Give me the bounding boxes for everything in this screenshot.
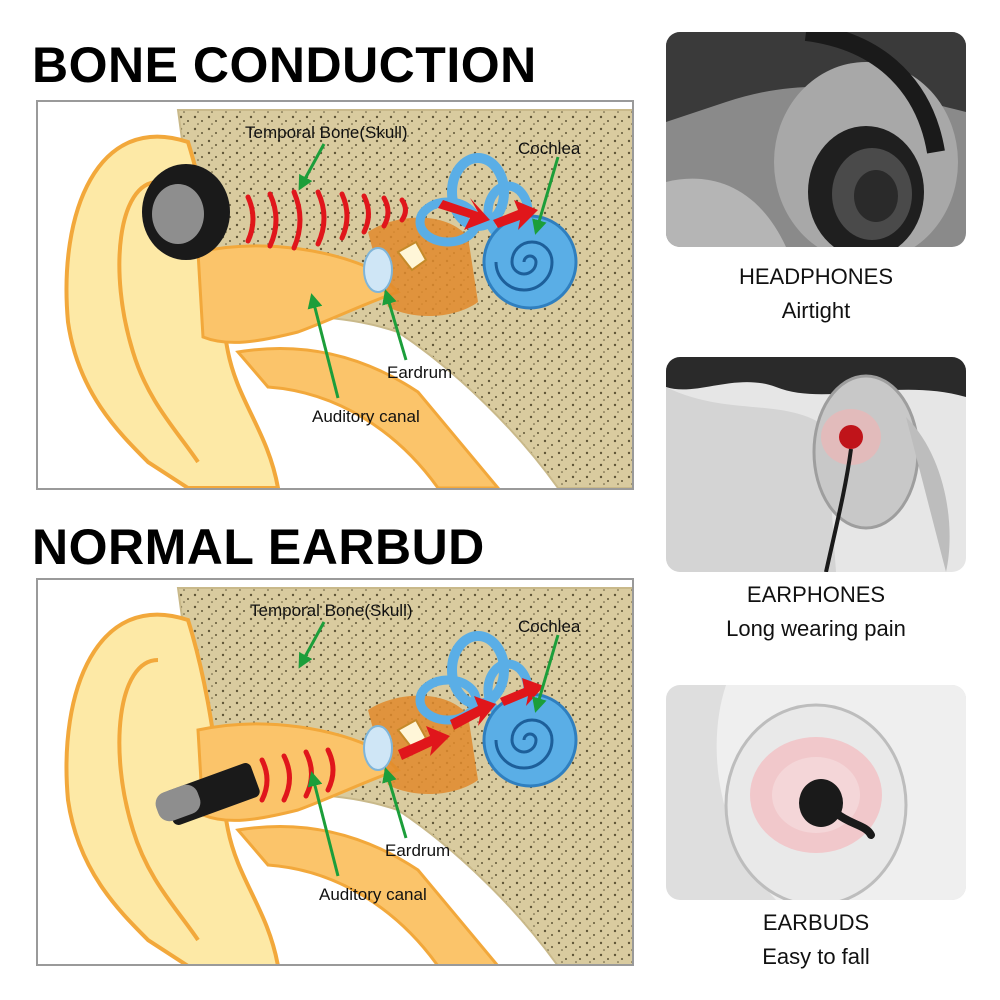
pointer-cochlea <box>532 156 560 235</box>
pointer-temporal-bone <box>298 143 326 191</box>
label-auditory-canal: Auditory canal <box>312 407 420 426</box>
label-eardrum: Eardrum <box>385 841 450 860</box>
earbud-icon <box>155 763 260 825</box>
pointer-eardrum <box>382 767 408 839</box>
label-cochlea: Cochlea <box>518 139 581 158</box>
section-title-normal-earbud: NORMAL EARBUD <box>32 519 485 575</box>
earbuds-photo <box>666 685 966 900</box>
headphones-note: Airtight <box>781 298 851 323</box>
headphones-photo <box>666 32 966 247</box>
label-temporal-bone: Temporal Bone(Skull) <box>245 123 408 142</box>
earphones-photo <box>666 357 966 572</box>
sound-arrows <box>438 198 538 230</box>
sound-arrows <box>398 678 544 760</box>
label-auditory-canal: Auditory canal <box>319 885 427 904</box>
headphones-name: HEADPHONES <box>738 264 894 289</box>
section-title-bone-conduction: BONE CONDUCTION <box>32 37 537 93</box>
earphones-caption: EARPHONES Long wearing pain <box>666 578 966 646</box>
bone-conduction-pad-icon <box>142 164 230 260</box>
earbuds-caption: EARBUDS Easy to fall <box>666 906 966 974</box>
label-cochlea: Cochlea <box>518 617 581 636</box>
pointer-auditory-canal <box>307 771 340 877</box>
earbuds-note: Easy to fall <box>762 944 870 969</box>
headphones-caption: HEADPHONES Airtight <box>666 260 966 328</box>
pointer-temporal-bone <box>298 621 326 669</box>
label-temporal-bone: Temporal Bone(Skull) <box>250 601 413 620</box>
pointer-cochlea <box>532 634 560 713</box>
earphones-note: Long wearing pain <box>726 616 906 641</box>
normal-earbud-diagram: Temporal Bone(Skull) Cochlea Eardrum Aud… <box>36 578 634 966</box>
bone-conduction-diagram: Temporal Bone(Skull) Cochlea Eardrum Aud… <box>36 100 634 490</box>
label-eardrum: Eardrum <box>387 363 452 382</box>
vibration-waves <box>245 189 408 251</box>
pointer-auditory-canal <box>307 293 340 399</box>
earbuds-name: EARBUDS <box>762 910 870 935</box>
pointer-eardrum <box>382 289 408 361</box>
earphones-name: EARPHONES <box>746 582 886 607</box>
